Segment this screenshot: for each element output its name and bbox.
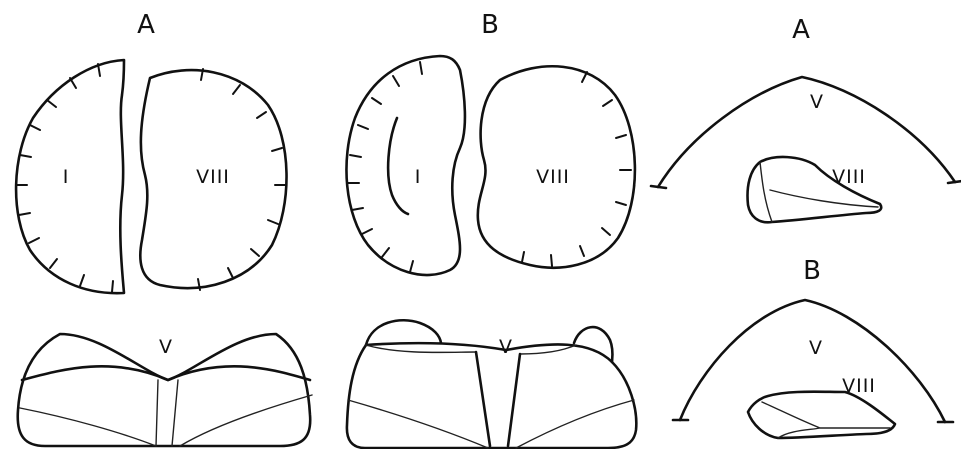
panel-b-bottom-left-diagonal: [348, 400, 488, 448]
panel-a-bottom-center-strip: [156, 380, 178, 446]
panel-b-bottom-label: V: [499, 336, 513, 358]
panel-right-a-arch-label: V: [810, 91, 824, 113]
panel-b-bottom-right-diagonal: [516, 400, 634, 448]
panel-right-b-arch: [680, 300, 945, 422]
panel-b-bottom-center-strip: [476, 352, 520, 446]
panel-right-b-inner-line: [762, 402, 890, 438]
panel-b-segment-i-ticks: [348, 62, 422, 272]
panel-right-a-heading: A: [792, 15, 810, 45]
panel-right-a-arch-left-foot: [651, 186, 666, 188]
panel-a-top: A I V: [16, 10, 287, 293]
panel-a-bottom-right-crease: [180, 395, 312, 446]
panel-a-bottom-top-edge: [22, 366, 310, 380]
panel-b-segment-viii-label: VIII: [536, 166, 570, 188]
panel-right-b-arch-label: V: [809, 337, 823, 359]
panel-right-a-arch-right-foot: [948, 181, 961, 183]
panel-b-segment-i-outline: [346, 56, 464, 275]
panel-a-segment-viii-label: VIII: [196, 166, 230, 188]
panel-b-heading: B: [481, 10, 499, 40]
panel-right-a-arch: [658, 77, 955, 187]
panel-right-b-heading: B: [803, 256, 821, 286]
panel-b-segment-i-inner-line: [388, 118, 408, 214]
panel-a-segment-i-label: I: [63, 166, 70, 188]
panel-right-b-inner-outline: [748, 392, 895, 438]
panel-b-bottom-top-left-diagonal: [366, 345, 476, 352]
panel-right-b: B V VIII: [673, 256, 953, 438]
panel-right-b-inner-label: VIII: [842, 375, 876, 397]
panel-a-heading: A: [137, 10, 155, 40]
panel-a-segment-i-outline: [16, 60, 124, 293]
panel-right-a-inner-label: VIII: [832, 166, 866, 188]
panel-a-bottom: V: [18, 334, 312, 446]
panel-b-bottom-outline: [347, 343, 636, 448]
panel-right-a: A V VIII: [651, 15, 961, 222]
panel-b-bottom: V: [347, 320, 636, 448]
panel-b-segment-i-label: I: [415, 166, 422, 188]
panel-a-bottom-left-crease: [20, 408, 156, 446]
panel-b-top: B I VIII: [346, 10, 634, 275]
panel-b-bottom-left-lobe: [366, 320, 441, 345]
panel-a-bottom-label: V: [159, 336, 173, 358]
